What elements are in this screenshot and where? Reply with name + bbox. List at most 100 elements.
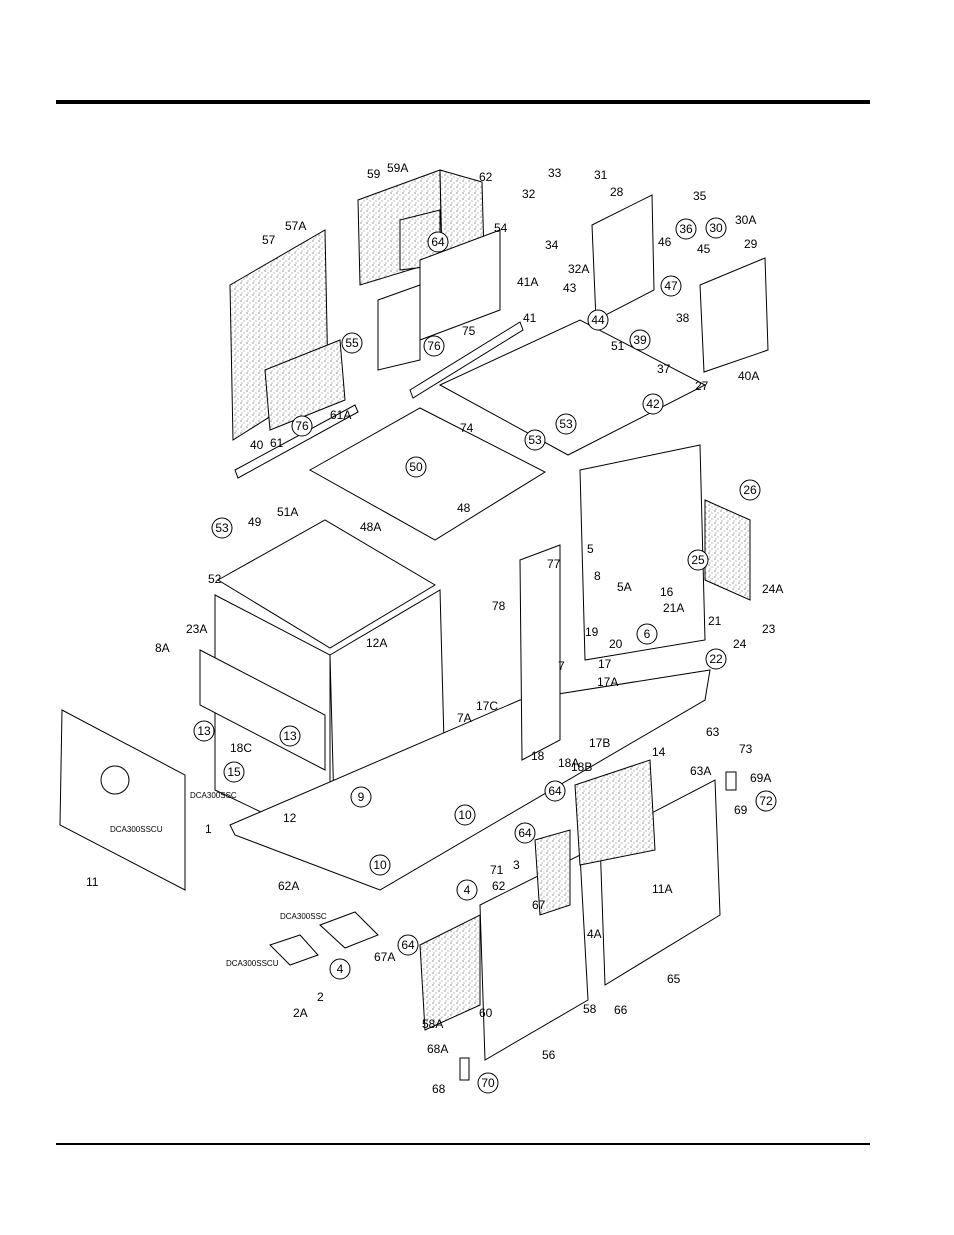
part-callout: 41A <box>517 275 538 289</box>
circled-part-callout: 13 <box>279 725 301 747</box>
part-callout: 62A <box>278 879 299 893</box>
circled-part-callout: 72 <box>755 790 777 812</box>
circled-part-callout: 64 <box>397 934 419 956</box>
part-callout: 17C <box>476 699 498 713</box>
callout-number: 53 <box>215 521 229 535</box>
callout-number: 22 <box>709 652 723 666</box>
callout-circle <box>477 1072 499 1094</box>
part-callout: 18A <box>558 756 579 770</box>
circled-part-callout: 53 <box>524 429 546 451</box>
part-callout: 59 <box>367 167 381 181</box>
part-callout: 17 <box>598 657 612 671</box>
side-door <box>59 709 186 891</box>
circled-part-callout: 4 <box>456 879 478 901</box>
model-label: DCA300SSC <box>280 912 327 921</box>
callout-number: 15 <box>227 765 241 779</box>
callout-circle <box>587 309 609 331</box>
circled-part-callout: 10 <box>369 854 391 876</box>
part-callout: 66 <box>614 1003 628 1017</box>
part-callout: 61A <box>330 408 351 422</box>
circled-part-callout: 44 <box>587 309 609 331</box>
circled-part-callout: 26 <box>739 479 761 501</box>
circled-part-callout: 76 <box>423 335 445 357</box>
rail-left <box>234 404 359 479</box>
callout-number: 64 <box>548 784 562 798</box>
callout-circle <box>705 217 727 239</box>
callout-circle <box>427 231 449 253</box>
part-callout: 63A <box>690 764 711 778</box>
callout-circle <box>350 786 372 808</box>
part-callout: 48 <box>457 501 471 515</box>
callout-number: 64 <box>518 826 532 840</box>
circled-part-callout: 15 <box>223 761 245 783</box>
callout-circle <box>755 790 777 812</box>
callout-circle <box>739 479 761 501</box>
callout-circle <box>642 393 664 415</box>
part-callout: 69 <box>734 803 748 817</box>
part-callout: 68A <box>427 1042 448 1056</box>
part-callout: 71 <box>490 863 504 877</box>
part-callout: 18C <box>230 741 252 755</box>
part-callout: 3 <box>513 858 520 872</box>
callout-circle <box>629 329 651 351</box>
part-callout: 58 <box>583 1002 597 1016</box>
circled-part-callout: 36 <box>675 218 697 240</box>
part-callout: 34 <box>545 238 559 252</box>
rail-upper <box>409 321 524 399</box>
roof-panel-right <box>438 319 707 456</box>
callout-number: 6 <box>644 627 651 641</box>
hinge <box>459 1057 470 1081</box>
callout-number: 44 <box>591 313 605 327</box>
callout-circle <box>397 934 419 956</box>
part-callout: 24A <box>762 582 783 596</box>
model-label: DCA300SSCU <box>226 959 279 968</box>
part-callout: 59A <box>387 161 408 175</box>
duct-right <box>574 759 656 866</box>
duct-bottom <box>419 914 481 1031</box>
callout-circle <box>329 958 351 980</box>
callout-number: 42 <box>646 397 660 411</box>
control-panel <box>591 194 655 321</box>
part-callout: 43 <box>563 281 577 295</box>
part-callout: 7 <box>558 659 565 673</box>
part-callout: 5 <box>587 542 594 556</box>
part-callout: 51A <box>277 505 298 519</box>
part-callout: 45 <box>697 242 711 256</box>
part-callout: 38 <box>676 311 690 325</box>
part-callout: 67A <box>374 950 395 964</box>
circled-part-callout: 64 <box>514 822 536 844</box>
lifting-hole <box>100 765 130 795</box>
roof-panel-left <box>308 407 547 541</box>
part-callout: 35 <box>693 189 707 203</box>
callout-circle <box>705 648 727 670</box>
callout-number: 9 <box>358 790 365 804</box>
callout-number: 36 <box>679 222 693 236</box>
callout-number: 55 <box>345 336 359 350</box>
circled-part-callout: 64 <box>544 780 566 802</box>
part-callout: 17B <box>589 736 610 750</box>
part-callout: 11A <box>652 882 672 896</box>
part-callout: 20 <box>609 637 623 651</box>
callout-circle <box>341 332 363 354</box>
callout-number: 53 <box>559 417 573 431</box>
circled-part-callout: 42 <box>642 393 664 415</box>
circled-part-callout: 50 <box>405 456 427 478</box>
part-callout: 63 <box>706 725 720 739</box>
callout-number: 10 <box>373 858 387 872</box>
part-callout: 54 <box>494 221 508 235</box>
circled-part-callout: 4 <box>329 958 351 980</box>
callout-number: 64 <box>401 938 415 952</box>
callout-number: 26 <box>743 483 757 497</box>
part-callout: 52 <box>208 572 222 586</box>
callout-number: 39 <box>633 333 647 347</box>
callout-circle <box>369 854 391 876</box>
circled-part-callout: 76 <box>291 415 313 437</box>
callout-circle <box>660 275 682 297</box>
part-callout: 62 <box>479 170 493 184</box>
model-labels: DCA300SSC DCA300SSCU DCA300SSC DCA300SSC… <box>110 791 327 968</box>
callout-circle <box>211 517 233 539</box>
part-callout: 78 <box>492 599 506 613</box>
part-callout: 56 <box>542 1048 556 1062</box>
callout-number: 76 <box>295 419 309 433</box>
callout-circle <box>675 218 697 240</box>
